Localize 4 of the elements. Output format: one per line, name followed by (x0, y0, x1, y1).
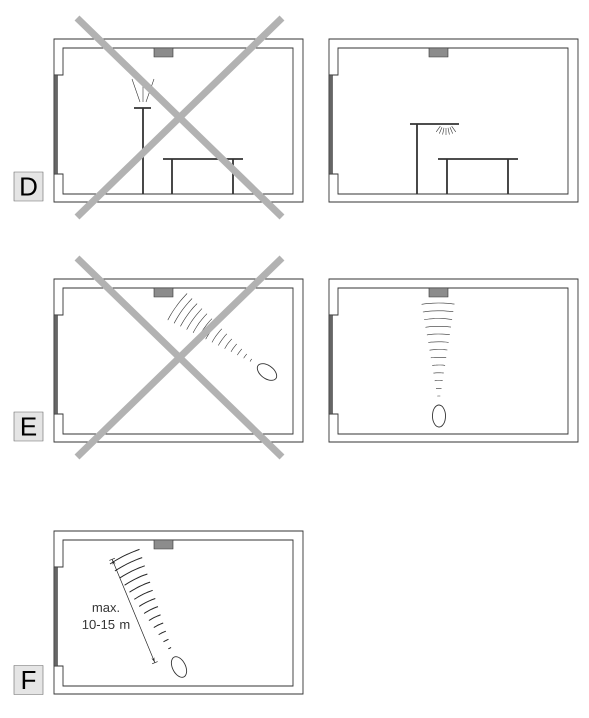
dimension-label: max. 10-15 m (82, 604, 130, 630)
panel-letter: D (14, 172, 44, 202)
panel-letter: F (14, 665, 44, 695)
panel-letter: E (14, 412, 44, 442)
